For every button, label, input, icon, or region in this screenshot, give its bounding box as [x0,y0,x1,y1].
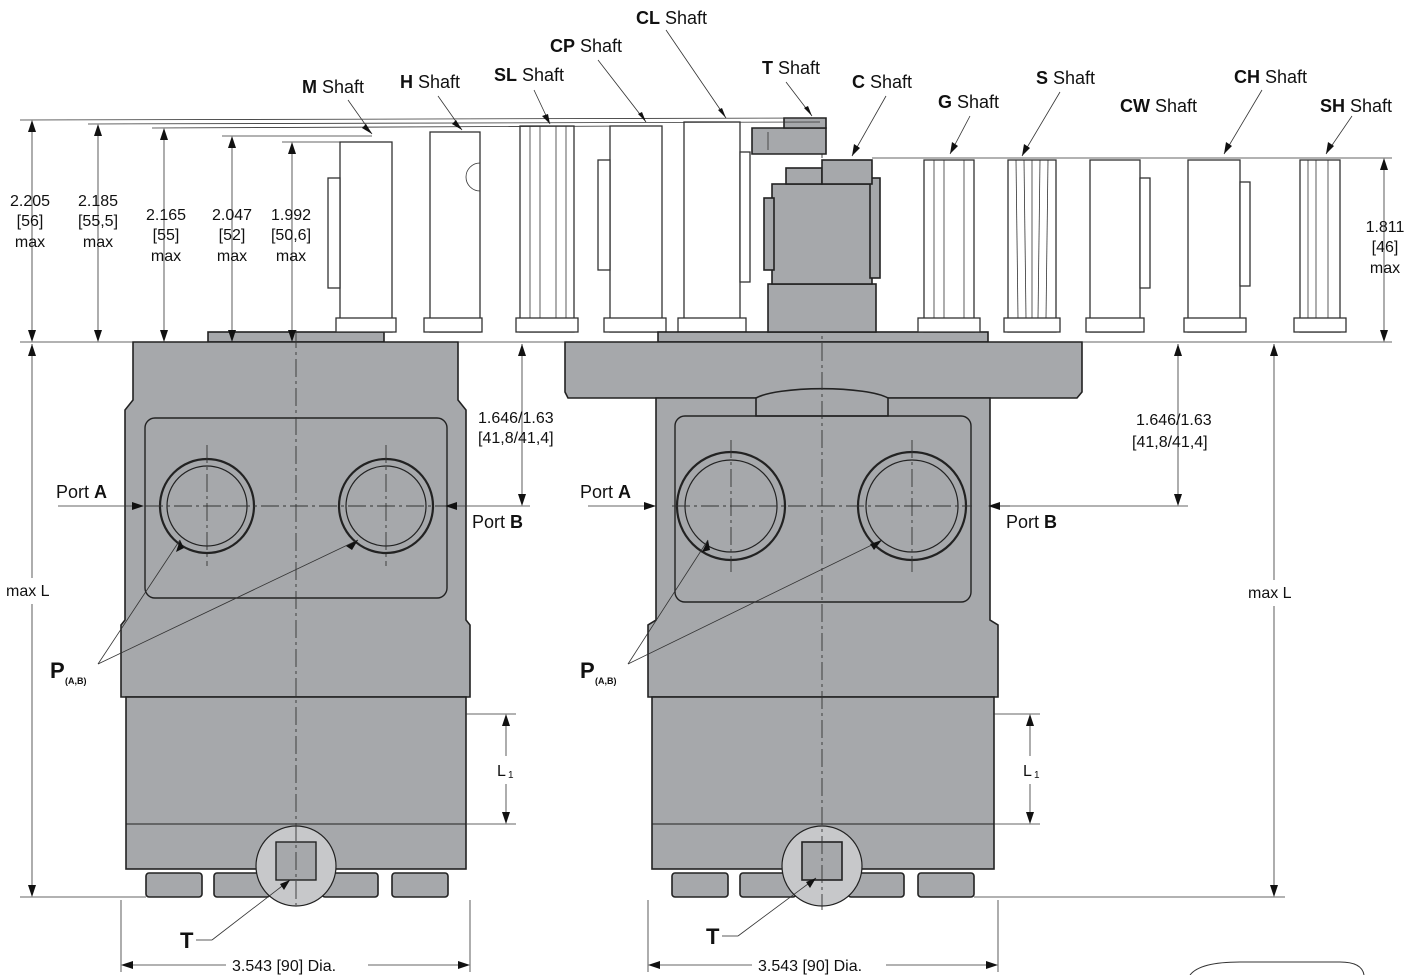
s-shaft [1003,159,1061,333]
g-shaft [917,159,981,333]
height-4-note: max [276,248,306,265]
port-b-label-right: Port B [1006,512,1057,532]
left-motor-view [120,330,471,907]
max-length-label-left: max L [6,583,50,600]
height-dimension-labels: 2.205 [56] max 2.185 [55,5] max 2.165 [5… [10,193,1405,277]
shaft-label-ch: CH Shaft [1234,67,1307,87]
port-offset-inch-right: 1.646/1.63 [1136,412,1212,429]
shaft-label-m: M Shaft [302,77,364,97]
left-shaft-variants [327,121,751,333]
height-3-mm: [52] [219,227,246,244]
height-2-mm: [55] [153,227,180,244]
shaft-label-c: C Shaft [852,72,912,92]
shaft-label-s: S Shaft [1036,68,1095,88]
l1-label-right: L [1023,763,1032,780]
max-length-label-right: max L [1248,585,1292,602]
height-5-note: max [1370,260,1400,277]
right-port-face [674,415,972,603]
height-4-mm: [50,6] [271,227,311,244]
diameter-label-left: 3.543 [90] Dia. [232,958,336,975]
left-bolt-4 [391,872,449,898]
shaft-label-cp: CP Shaft [550,36,622,56]
pressure-labels: P (A,B) P (A,B) [50,658,617,686]
height-5-mm: [46] [1372,239,1399,256]
sl-shaft [515,125,579,333]
ch-shaft [1183,159,1251,333]
m-shaft [327,141,397,333]
pressure-sub-left: (A,B) [65,676,87,686]
shaft-label-g: G Shaft [938,92,999,112]
shaft-labels: M Shaft H Shaft SL Shaft CP Shaft CL Sha… [302,8,1392,116]
right-motor-view [564,140,1083,910]
l1-sub-left: 1 [508,770,514,781]
pressure-sub-right: (A,B) [595,676,617,686]
pressure-label-left: P [50,658,65,683]
l1-labels: L 1 L 1 [494,756,1046,784]
pressure-label-right: P [580,658,595,683]
port-b-label-left: Port B [472,512,523,532]
next-panel-corner [1189,961,1365,975]
height-1-inch: 2.185 [78,193,118,210]
l1-sub-right: 1 [1034,770,1040,781]
tank-labels: T T [180,924,720,953]
diameter-labels: 3.543 [90] Dia. 3.543 [90] Dia. [232,958,862,975]
shaft-label-cl: CL Shaft [636,8,707,28]
cl-shaft [677,121,751,333]
height-5-inch: 1.811 [1366,219,1405,236]
height-1-note: max [83,234,113,251]
left-bolt-1 [145,872,203,898]
height-3-note: max [217,248,247,265]
t-and-c-shaft [751,117,881,333]
port-offset-inch-left: 1.646/1.63 [478,410,554,427]
port-labels: Port A Port B Port A Port B [56,482,1057,532]
height-4-inch: 1.992 [271,207,311,224]
shaft-label-h: H Shaft [400,72,460,92]
port-offset-mm-right: [41,8/41,4] [1132,434,1208,451]
arrowheads [28,106,1388,969]
left-motor-upper-body [120,341,471,698]
height-0-note: max [15,234,45,251]
right-shaft-variants [917,159,1347,333]
sh-shaft [1293,159,1347,333]
height-1-mm: [55,5] [78,213,118,230]
cw-shaft [1085,159,1151,333]
h-shaft [423,131,483,333]
port-offset-mm-left: [41,8/41,4] [478,430,554,447]
shaft-label-cw: CW Shaft [1120,96,1197,116]
cp-shaft [597,125,667,333]
height-2-inch: 2.165 [146,207,186,224]
tank-label-left: T [180,928,194,953]
height-0-mm: [56] [17,213,44,230]
shaft-label-sh: SH Shaft [1320,96,1392,116]
diameter-label-right: 3.543 [90] Dia. [758,958,862,975]
length-labels: max L max L [2,578,1306,606]
shaft-label-t: T Shaft [762,58,820,78]
l1-label-left: L [497,763,506,780]
port-offset-labels: 1.646/1.63 [41,8/41,4] 1.646/1.63 [41,8/… [478,410,1212,451]
height-2-note: max [151,248,181,265]
height-0-inch: 2.205 [10,193,50,210]
tank-label-right: T [706,924,720,949]
shaft-label-sl: SL Shaft [494,65,564,85]
height-3-inch: 2.047 [212,207,252,224]
port-a-label-left: Port A [56,482,107,502]
port-a-label-right: Port A [580,482,631,502]
